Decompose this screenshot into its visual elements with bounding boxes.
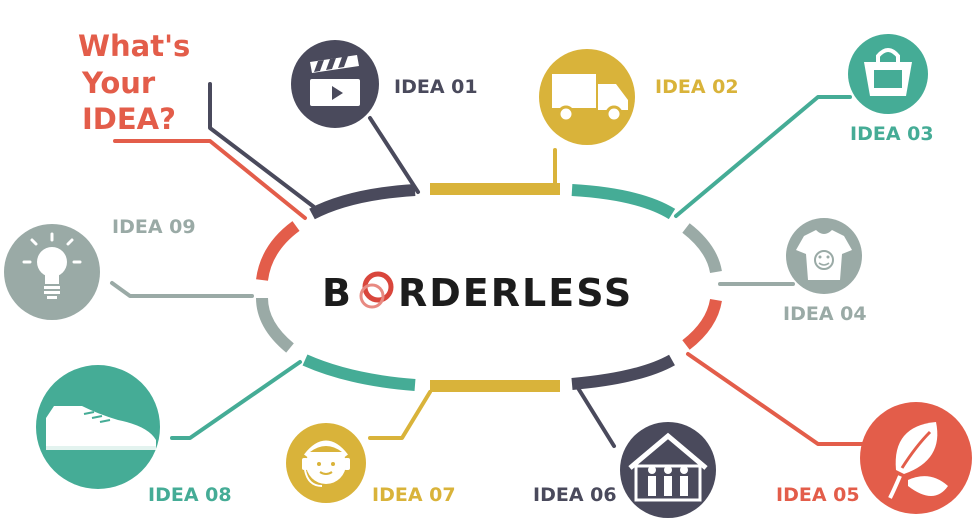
connector-idea-03 <box>674 95 852 218</box>
t-shirt-icon <box>796 230 852 280</box>
connector-headline-dark <box>208 82 320 212</box>
idea-03[interactable]: IDEA 03 <box>848 34 934 145</box>
leaf-icon <box>888 422 948 499</box>
headset-operator-icon <box>302 440 350 487</box>
light-bulb-icon <box>22 232 82 299</box>
headline-line-3: IDEA? <box>82 102 176 136</box>
community-house-icon <box>628 432 708 502</box>
brand-ring-icon <box>359 271 394 309</box>
connector-idea-01 <box>368 116 420 194</box>
ring-arc-teal-bottom <box>302 354 416 391</box>
idea-04-label: IDEA 04 <box>783 303 867 325</box>
connector-idea-08 <box>170 360 302 440</box>
connector-lines <box>110 82 872 448</box>
idea-09-label: IDEA 09 <box>112 216 196 238</box>
brand-logo: B RDERLESS <box>322 271 633 315</box>
delivery-truck-icon <box>552 74 628 123</box>
idea-04[interactable]: IDEA 04 <box>783 218 867 325</box>
idea-03-label: IDEA 03 <box>850 123 934 145</box>
connector-idea-05 <box>686 352 872 446</box>
ring-arc-teal-top <box>571 184 676 220</box>
ring-arc-gray-left <box>256 297 294 353</box>
idea-01[interactable]: IDEA 01 <box>291 40 478 128</box>
idea-05-label: IDEA 05 <box>776 484 860 506</box>
connector-idea-06 <box>576 386 616 448</box>
ring-arc-gray-right <box>682 223 722 274</box>
brand-text-right: RDERLESS <box>398 271 633 315</box>
idea-02-label: IDEA 02 <box>655 76 739 98</box>
idea-06[interactable]: IDEA 06 <box>533 422 716 518</box>
shopping-bag-icon <box>864 48 912 96</box>
idea-08[interactable]: IDEA 08 <box>36 365 232 506</box>
ring-arc-red-left <box>256 221 300 281</box>
connector-idea-09 <box>110 281 254 298</box>
idea-09[interactable]: IDEA 09 <box>4 216 196 320</box>
center-ring <box>256 183 722 392</box>
headline: What's Your IDEA? <box>78 29 190 136</box>
idea-05[interactable]: IDEA 05 <box>776 402 972 514</box>
idea-07[interactable]: IDEA 07 <box>286 423 456 506</box>
idea-06-label: IDEA 06 <box>533 484 617 506</box>
clapperboard-icon <box>310 55 360 106</box>
connector-idea-07 <box>368 390 432 440</box>
ring-arc-dark-bottom <box>571 354 675 390</box>
headline-line-1: What's <box>78 29 190 63</box>
shoe-icon <box>46 406 156 450</box>
brand-text-left: B <box>322 271 351 315</box>
idea-08-label: IDEA 08 <box>148 484 232 506</box>
connector-headline-red <box>113 139 307 220</box>
ring-arc-dark-top <box>309 184 416 220</box>
idea-01-label: IDEA 01 <box>394 76 478 98</box>
idea-07-label: IDEA 07 <box>372 484 456 506</box>
headline-line-2: Your <box>81 66 156 100</box>
ring-arc-red-right <box>682 298 722 350</box>
idea-02[interactable]: IDEA 02 <box>539 49 739 145</box>
